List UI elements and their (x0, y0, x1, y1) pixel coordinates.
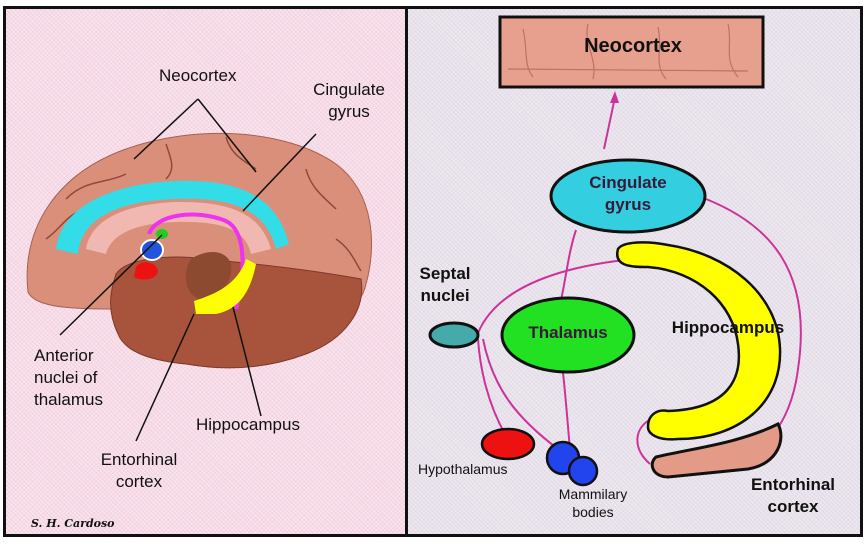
label-entorhinal-cortex: Entorhinal cortex (84, 449, 194, 493)
brain-illustration-panel: Neocortex Cingulate gyrus Anterior nucle… (3, 6, 408, 537)
path-septal-hippocampus (477, 258, 634, 334)
brainstem (185, 252, 232, 299)
path-septal-mammilary (482, 338, 559, 450)
cingulate-gyrus-shape (56, 180, 289, 254)
leader-hippocampus (232, 306, 262, 417)
node-label-septal-line1: Septal (419, 264, 471, 283)
path-cingulate-thalamus (559, 229, 577, 306)
label-anterior-line3: thalamus (34, 390, 103, 409)
node-label-cingulate-gyrus: Cingulate gyrus (553, 172, 703, 216)
node-label-cingulate-line1: Cingulate (589, 173, 667, 192)
node-label-mammilary-line1: Mammilary (558, 486, 628, 502)
node-label-entorhinal-line1: Entorhinal (750, 475, 836, 494)
entorhinal-cortex-node (650, 422, 783, 479)
neocortex-texture (507, 23, 749, 80)
leader-neocortex-1 (133, 98, 199, 160)
path-septal-hypothalamus (477, 338, 506, 435)
septal-nuclei-node (428, 321, 480, 349)
hippocampus-shape (194, 259, 256, 314)
label-entorhinal-line2: cortex (115, 472, 163, 491)
node-label-entorhinal-cortex: Entorhinal cortex (738, 474, 848, 518)
gyri-lines (45, 136, 362, 272)
node-label-septal-nuclei: Septal nuclei (410, 263, 480, 307)
label-hippocampus: Hippocampus (196, 415, 300, 434)
thalamus-node (500, 296, 636, 374)
leader-cingulate (242, 133, 317, 212)
node-label-cingulate-line2: gyrus (604, 195, 652, 214)
node-label-entorhinal-line2: cortex (767, 497, 819, 516)
node-label-mammilary-line2: bodies (572, 504, 614, 520)
node-label-septal-line2: nuclei (420, 286, 470, 305)
leader-neocortex-2 (197, 98, 257, 173)
circuit-drawing (428, 15, 802, 487)
node-label-hypothalamus: Hypothalamus (418, 461, 508, 477)
hypothalamus-marker (134, 262, 158, 280)
label-anterior-line2: nuclei of (34, 368, 98, 387)
artist-signature: S. H. Cardoso (31, 517, 115, 530)
leader-entorhinal (135, 313, 195, 442)
path-hippocampus-entorhinal (636, 418, 652, 465)
circuit-diagram-panel: Neocortex Cingulate gyrus Thalamus Septa… (405, 6, 863, 537)
node-label-thalamus: Thalamus (528, 323, 608, 342)
label-cingulate-line1: Cingulate (313, 80, 385, 99)
arrowhead-neocortex (610, 91, 619, 103)
mammilary-body-2 (567, 455, 599, 487)
brain-drawing (26, 98, 373, 442)
hypothalamus-node (480, 427, 536, 461)
label-anterior-nuclei: Anterior nuclei of thalamus (34, 345, 103, 411)
anterior-nuclei-marker (156, 229, 168, 239)
thalamus-marker (140, 239, 164, 261)
neocortex-box (498, 15, 765, 89)
cingulate-gyrus-node (549, 158, 707, 234)
node-label-hippocampus: Hippocampus (671, 318, 785, 337)
label-cingulate-gyrus: Cingulate gyrus (301, 79, 397, 123)
label-cingulate-line2: gyrus (328, 102, 370, 121)
label-entorhinal-line1: Entorhinal (100, 450, 178, 469)
path-thalamus-mammilary (562, 372, 571, 450)
corpus-callosum (86, 201, 271, 254)
hippocampus-node (615, 241, 782, 441)
node-label-neocortex: Neocortex (584, 35, 682, 57)
path-cingulate-neocortex (603, 96, 616, 150)
label-anterior-line1: Anterior (34, 346, 94, 365)
label-neocortex: Neocortex (159, 66, 237, 85)
path-cingulate-entorhinal (705, 198, 802, 443)
leader-anterior-nuclei (59, 234, 163, 336)
node-label-mammilary-bodies: Mammilary bodies (543, 485, 643, 521)
